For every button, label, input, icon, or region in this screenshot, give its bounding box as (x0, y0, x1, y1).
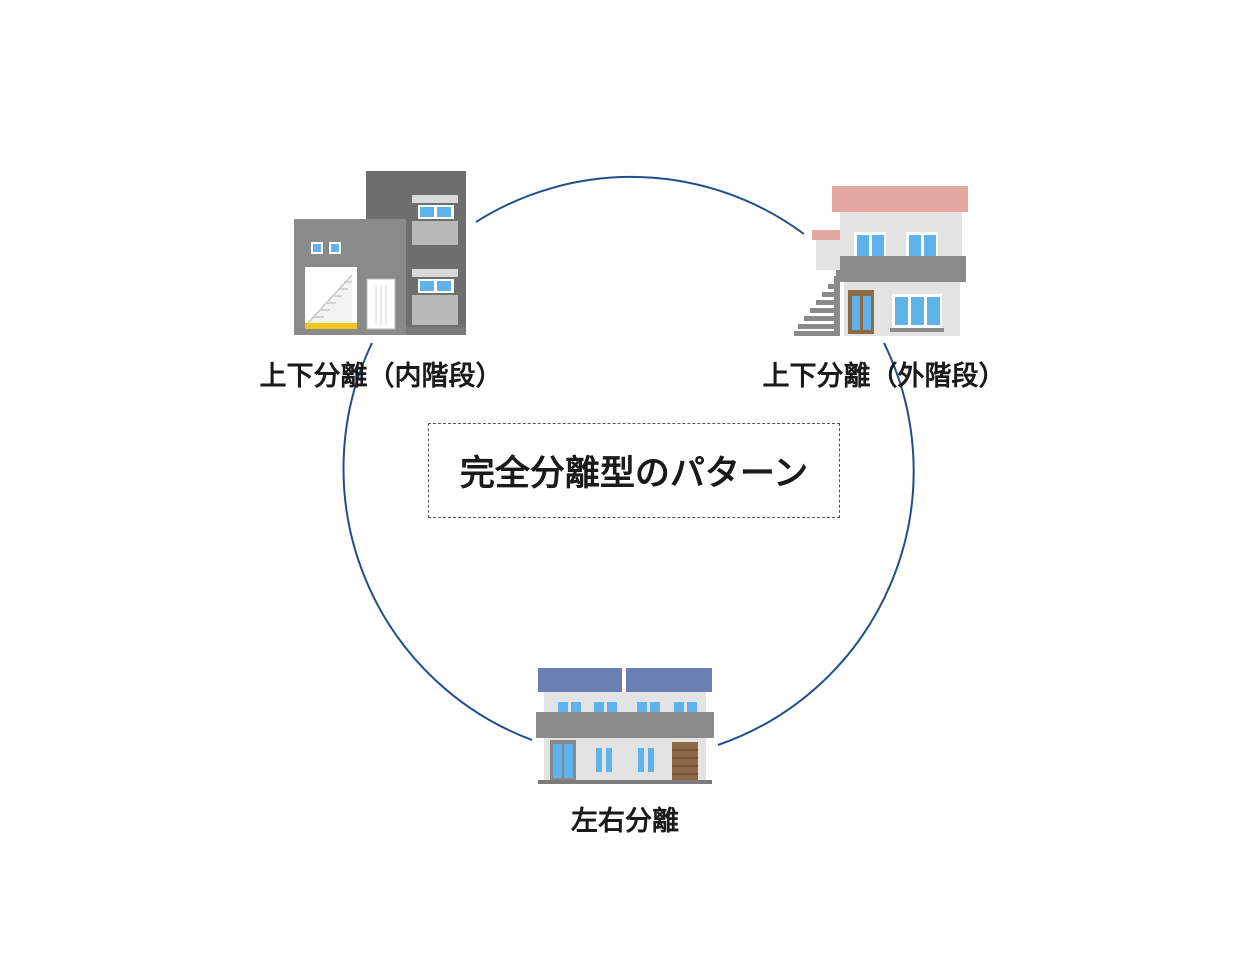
center-title: 完全分離型のパターン (459, 454, 809, 494)
apartment-internal-stairs-icon (294, 171, 466, 335)
ring-arc-right (717, 342, 915, 746)
pattern-label-side-by-side: 左右分離 (571, 806, 679, 837)
center-title-box: 完全分離型のパターン (428, 423, 840, 518)
pattern-label-internal-stairs: 上下分離（内階段） (259, 361, 503, 392)
house-external-stairs-icon (794, 186, 968, 336)
pattern-label-external-stairs: 上下分離（外階段） (762, 361, 1006, 392)
ring-arc-top (475, 175, 805, 235)
side-by-side-house-icon (536, 668, 714, 784)
ring-arc-left (342, 342, 533, 741)
